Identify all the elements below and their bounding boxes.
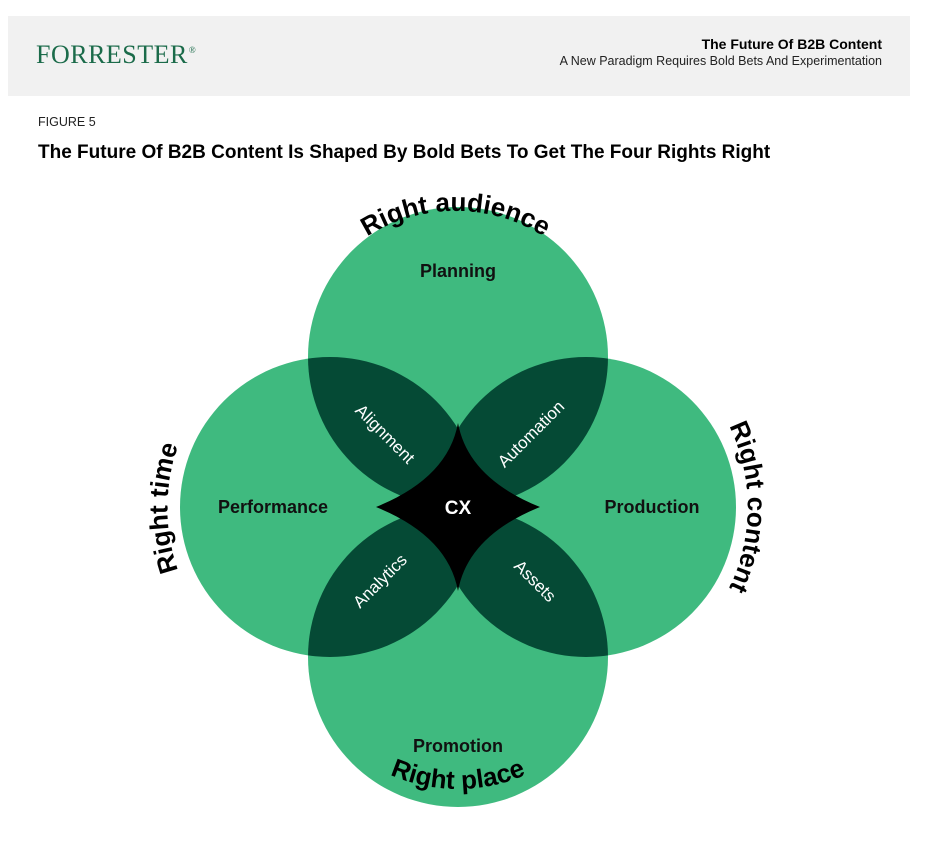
overlap-alignment — [308, 357, 480, 507]
overlap-analytics — [308, 507, 480, 657]
label-promotion: Promotion — [413, 736, 503, 756]
label-right-time: Right time — [143, 438, 183, 577]
forrester-logo: FORRESTER® — [36, 40, 197, 69]
label-planning: Planning — [420, 261, 496, 281]
report-title: The Future Of B2B Content — [701, 36, 882, 52]
label-production: Production — [605, 497, 700, 517]
report-header: FORRESTER® The Future Of B2B Content A N… — [8, 16, 910, 96]
overlap-assets — [436, 507, 608, 657]
figure-label: FIGURE 5 — [38, 115, 96, 129]
report-subtitle: A New Paradigm Requires Bold Bets And Ex… — [559, 54, 882, 68]
center-cx-shape — [376, 423, 540, 591]
report-title-block: The Future Of B2B Content A New Paradigm… — [560, 36, 882, 68]
label-performance: Performance — [218, 497, 328, 517]
label-cx: CX — [445, 498, 472, 519]
figure-title: The Future Of B2B Content Is Shaped By B… — [38, 142, 771, 163]
overlap-automation — [436, 357, 608, 507]
